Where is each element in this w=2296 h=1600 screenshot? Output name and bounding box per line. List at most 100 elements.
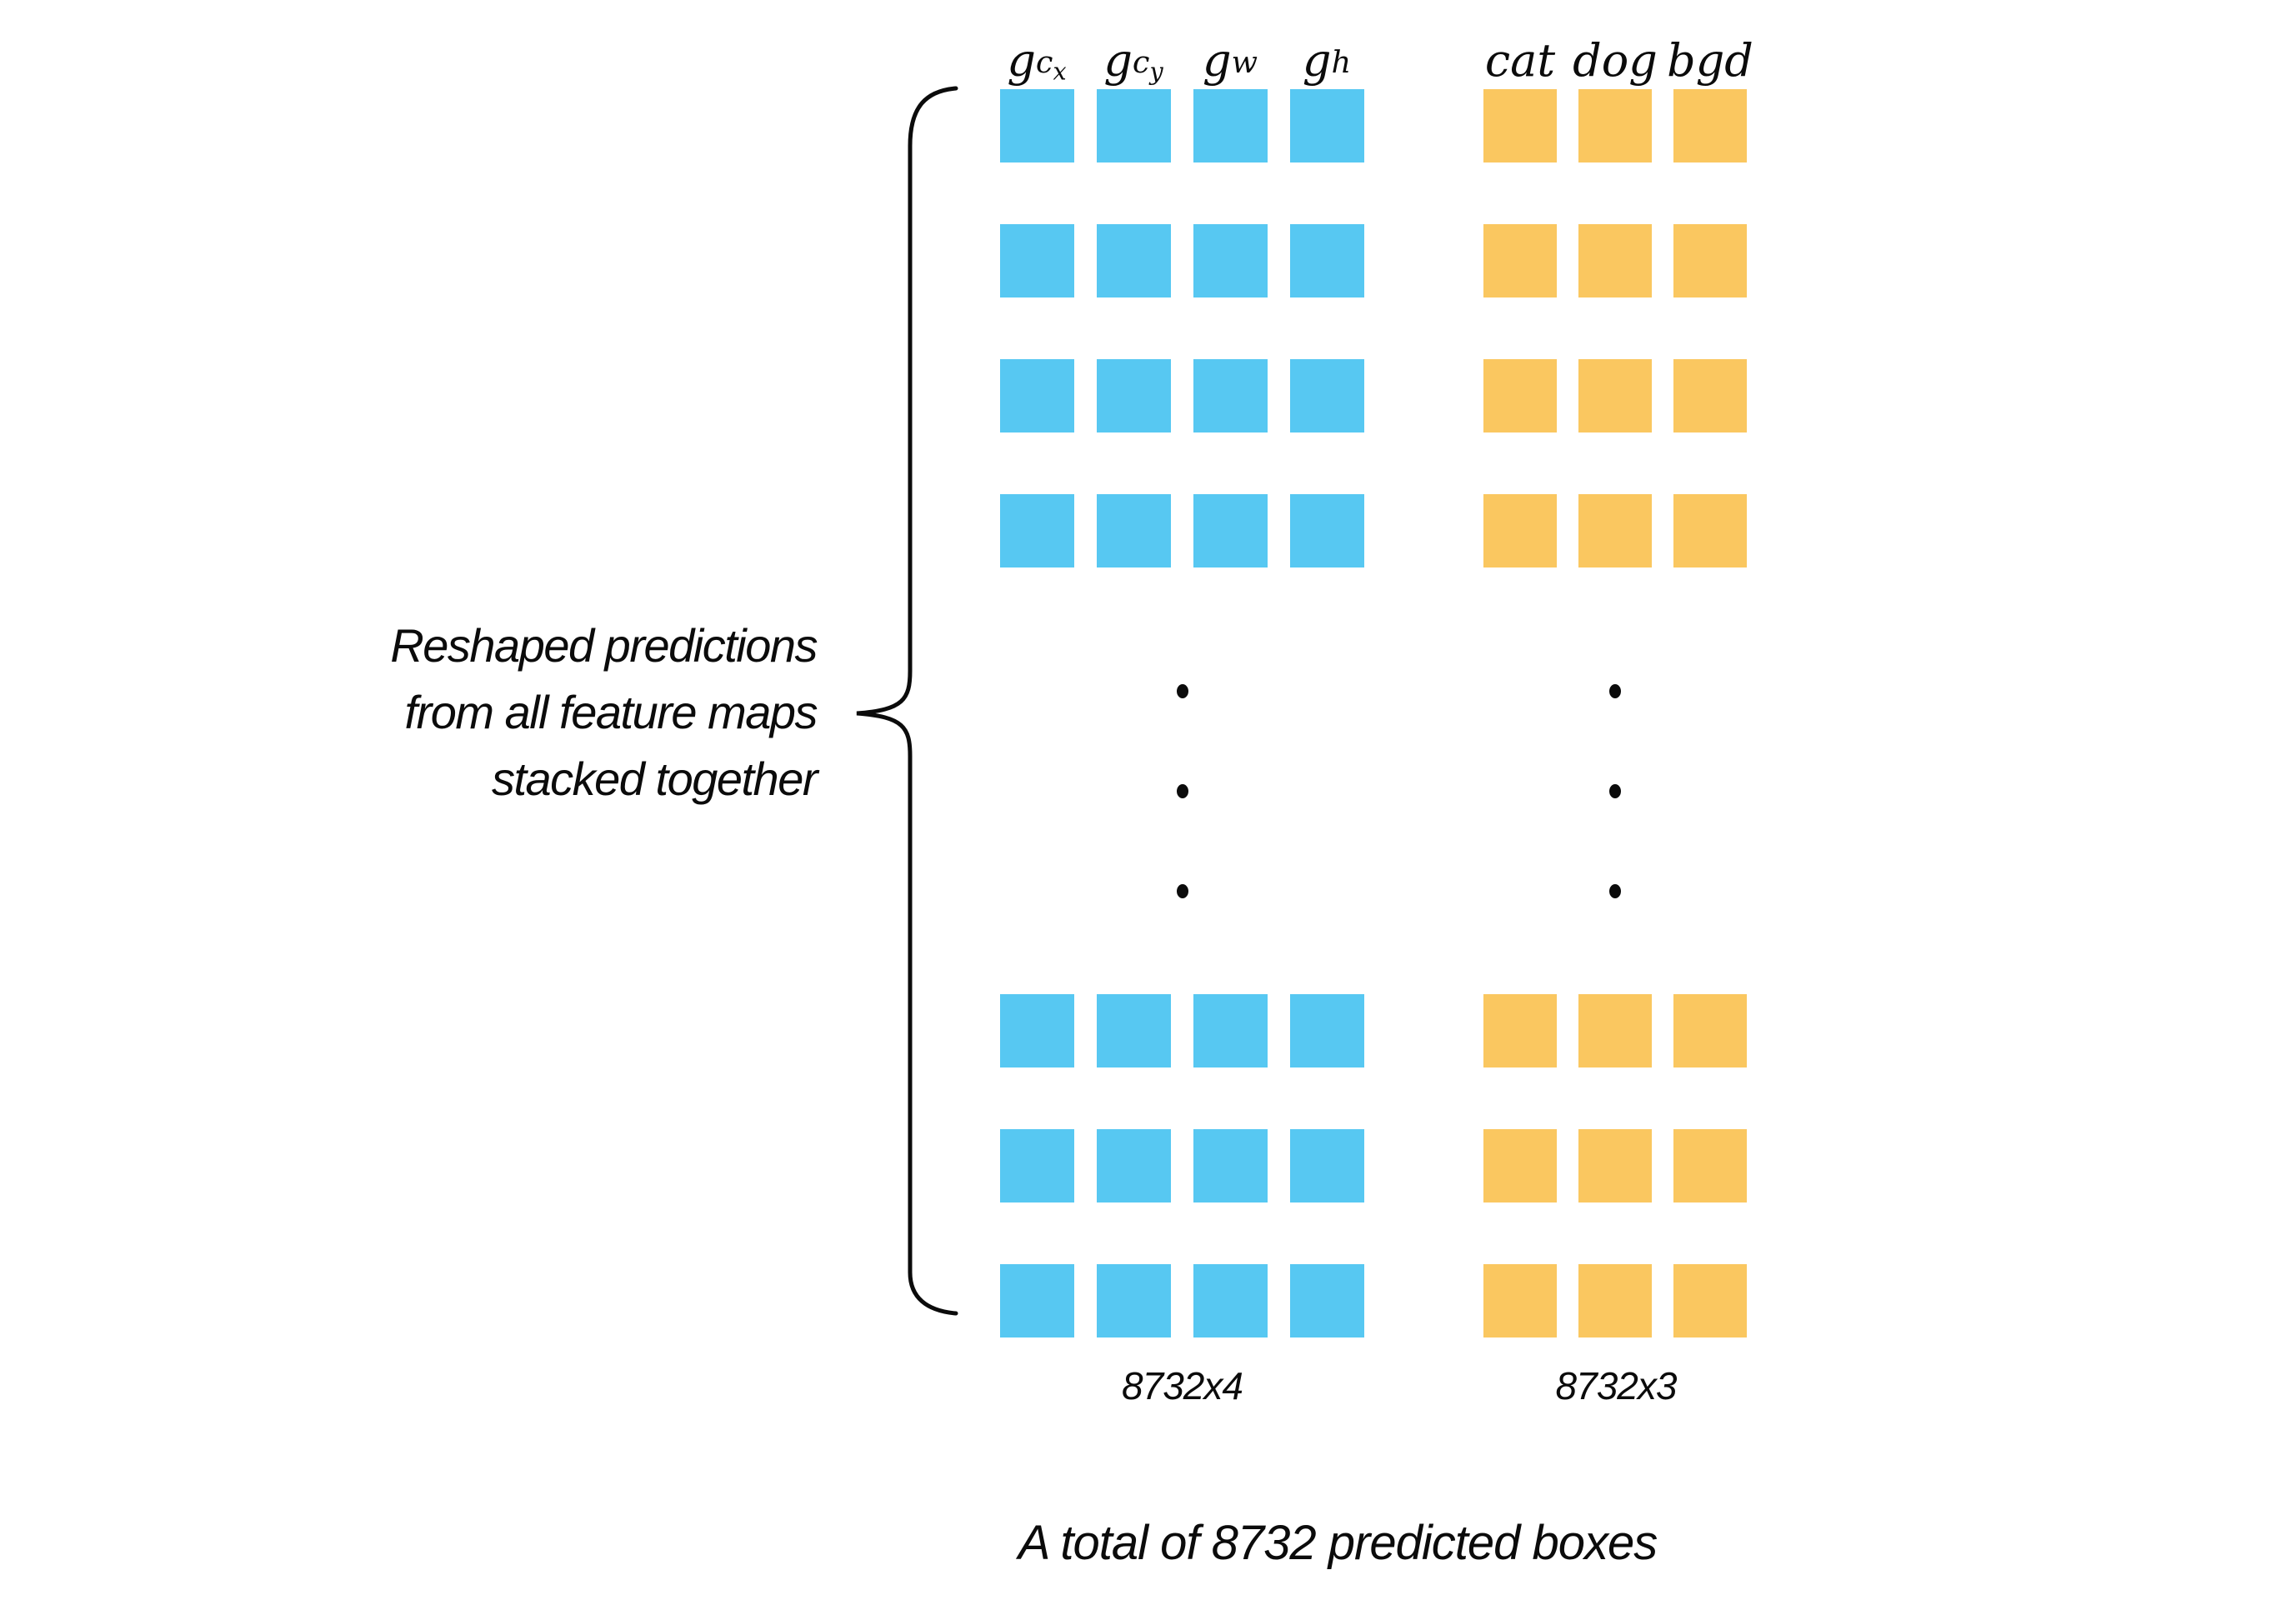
matrix-row — [1483, 359, 1747, 432]
matrix-cell — [1483, 224, 1557, 298]
math-sub: h — [1331, 44, 1352, 81]
class-header-bgd: bgd — [1667, 34, 1753, 87]
matrix-cell — [1483, 359, 1557, 432]
matrix-cell — [1578, 1129, 1652, 1202]
caption: A total of 8732 predicted boxes — [1018, 1516, 1658, 1570]
class-matrix-top-rows — [1483, 89, 1747, 568]
ellipsis-dot — [1176, 684, 1188, 698]
brace-label-line: from all feature maps — [404, 686, 818, 738]
matrix-cell — [1097, 994, 1171, 1068]
matrix-cell — [1193, 224, 1268, 298]
matrix-cell — [1673, 1264, 1747, 1338]
matrix-cell — [1673, 1129, 1747, 1202]
class-header-row: cat dog bgd — [1473, 20, 1758, 83]
math-base: g — [1007, 34, 1036, 87]
matrix-cell — [1000, 1264, 1074, 1338]
class-matrix-size-label: 8732x3 — [1555, 1364, 1678, 1408]
curly-brace — [856, 86, 958, 1316]
matrix-cell — [1578, 994, 1652, 1068]
matrix-cell — [1193, 494, 1268, 568]
matrix-cell — [1193, 1129, 1268, 1202]
matrix-cell — [1483, 1264, 1557, 1338]
ellipsis-dot — [1609, 784, 1621, 798]
matrix-cell — [1193, 89, 1268, 162]
matrix-cell — [1193, 359, 1268, 432]
matrix-cell — [1578, 224, 1652, 298]
class-matrix — [1483, 89, 1747, 1399]
matrix-row — [1483, 994, 1747, 1068]
matrix-cell — [1097, 1264, 1171, 1338]
ellipsis-dot — [1609, 884, 1621, 898]
math-base: g — [1302, 34, 1332, 87]
math-base: g — [1103, 34, 1133, 87]
matrix-cell — [1483, 1129, 1557, 1202]
matrix-cell — [1000, 89, 1074, 162]
matrix-cell — [1578, 359, 1652, 432]
class-header-cat: cat — [1484, 34, 1556, 87]
matrix-cell — [1290, 224, 1364, 298]
matrix-row — [1000, 994, 1364, 1068]
brace-label-line: Reshaped predictions — [390, 619, 818, 672]
matrix-cell — [1097, 89, 1171, 162]
matrix-cell — [1193, 994, 1268, 1068]
matrix-cell — [1578, 1264, 1652, 1338]
matrix-row — [1483, 224, 1747, 298]
ellipsis-dot — [1176, 884, 1188, 898]
matrix-cell — [1673, 359, 1747, 432]
ellipsis-dot — [1176, 784, 1188, 798]
matrix-cell — [1193, 1264, 1268, 1338]
matrix-cell — [1000, 359, 1074, 432]
matrix-cell — [1290, 359, 1364, 432]
matrix-cell — [1097, 1129, 1171, 1202]
math-subsub: x — [1053, 57, 1067, 86]
brace-label: Reshaped predictions from all feature ma… — [275, 612, 818, 812]
brace-label-line: stacked together — [491, 752, 818, 805]
matrix-row — [1483, 494, 1747, 568]
vertical-ellipsis — [1483, 629, 1747, 994]
matrix-row — [1483, 1129, 1747, 1202]
math-sub: c — [1035, 44, 1053, 81]
matrix-cell — [1290, 494, 1364, 568]
matrix-cell — [1483, 89, 1557, 162]
loc-matrix-size-label: 8732x4 — [1122, 1364, 1243, 1408]
matrix-row — [1483, 1264, 1747, 1338]
matrix-cell — [1000, 224, 1074, 298]
matrix-cell — [1097, 359, 1171, 432]
matrix-cell — [1000, 1129, 1074, 1202]
matrix-row — [1000, 359, 1364, 432]
matrix-cell — [1290, 994, 1364, 1068]
loc-matrix-top-rows — [1000, 89, 1364, 568]
matrix-cell — [1290, 89, 1364, 162]
math-subsub: y — [1149, 57, 1163, 86]
math-sub: c — [1132, 44, 1150, 81]
loc-matrix — [1000, 89, 1364, 1399]
matrix-cell — [1097, 494, 1171, 568]
matrix-cell — [1000, 494, 1074, 568]
class-matrix-bottom-rows — [1483, 994, 1747, 1338]
matrix-cell — [1673, 994, 1747, 1068]
matrix-cell — [1673, 224, 1747, 298]
ellipsis-dot — [1609, 684, 1621, 698]
matrix-cell — [1673, 89, 1747, 162]
matrix-cell — [1290, 1129, 1364, 1202]
loc-matrix-bottom-rows — [1000, 994, 1364, 1338]
matrix-row — [1000, 1129, 1364, 1202]
matrix-cell — [1000, 994, 1074, 1068]
matrix-row — [1000, 224, 1364, 298]
math-sub: w — [1231, 44, 1258, 81]
matrix-cell — [1673, 494, 1747, 568]
matrix-cell — [1578, 494, 1652, 568]
matrix-cell — [1290, 1264, 1364, 1338]
class-header-dog: dog — [1573, 34, 1658, 87]
vertical-ellipsis — [1000, 629, 1364, 994]
math-base: g — [1202, 34, 1232, 87]
matrix-cell — [1578, 89, 1652, 162]
matrix-row — [1000, 494, 1364, 568]
matrix-cell — [1097, 224, 1171, 298]
matrix-cell — [1483, 994, 1557, 1068]
